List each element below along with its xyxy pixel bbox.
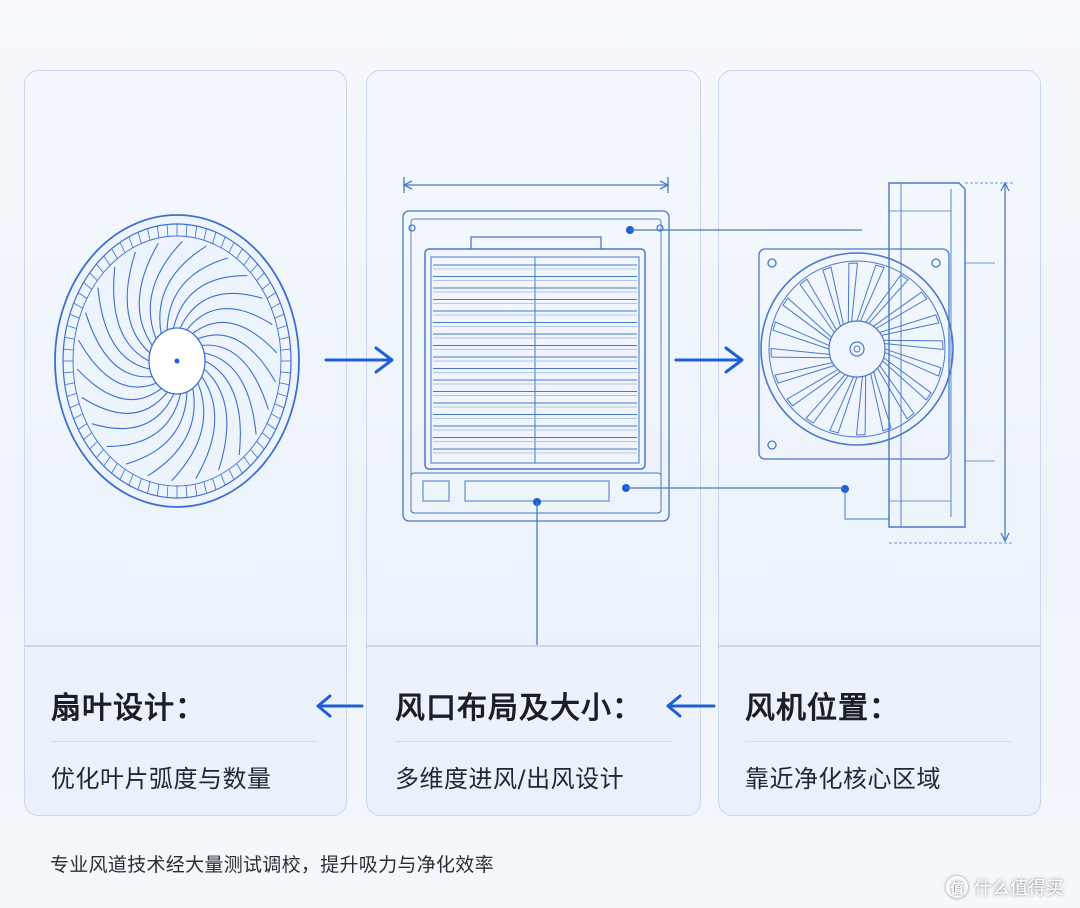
vent-housing [402, 210, 670, 522]
fan-blade-illustration [54, 214, 300, 508]
card-divider [367, 645, 700, 647]
card-separator [395, 741, 672, 742]
motor-plate [758, 248, 950, 460]
card-title: 风机位置： [745, 691, 900, 726]
card-description: 多维度进风/出风设计 [395, 765, 625, 793]
watermark-logo-icon: 值 [946, 876, 968, 898]
card-title: 风口布局及大小： [395, 691, 643, 726]
card-divider [719, 645, 1040, 647]
card-fan-blade-design: 扇叶设计： 优化叶片弧度与数量 [24, 70, 347, 816]
card-separator [745, 741, 1012, 742]
motor-fan-illustration [758, 181, 1013, 544]
card-title: 扇叶设计： [51, 691, 206, 726]
card-divider [25, 645, 346, 647]
footer-caption: 专业风道技术经大量测试调校，提升吸力与净化效率 [50, 854, 494, 876]
card-description: 靠近净化核心区域 [745, 765, 941, 793]
watermark: 值 什么值得买 [946, 874, 1064, 900]
fan-ring [760, 252, 954, 446]
watermark-text: 什么值得买 [974, 878, 1064, 899]
card-description: 优化叶片弧度与数量 [51, 765, 272, 793]
vent-grille-illustration [402, 177, 670, 645]
grille-frame [424, 248, 646, 470]
card-motor-position: 风机位置： 靠近净化核心区域 [718, 70, 1041, 816]
card-vent-layout: 风口布局及大小： 多维度进风/出风设计 [366, 70, 701, 816]
card-separator [51, 741, 318, 742]
side-housing [888, 182, 966, 528]
fan-hub [828, 320, 886, 378]
control-button [422, 480, 450, 502]
